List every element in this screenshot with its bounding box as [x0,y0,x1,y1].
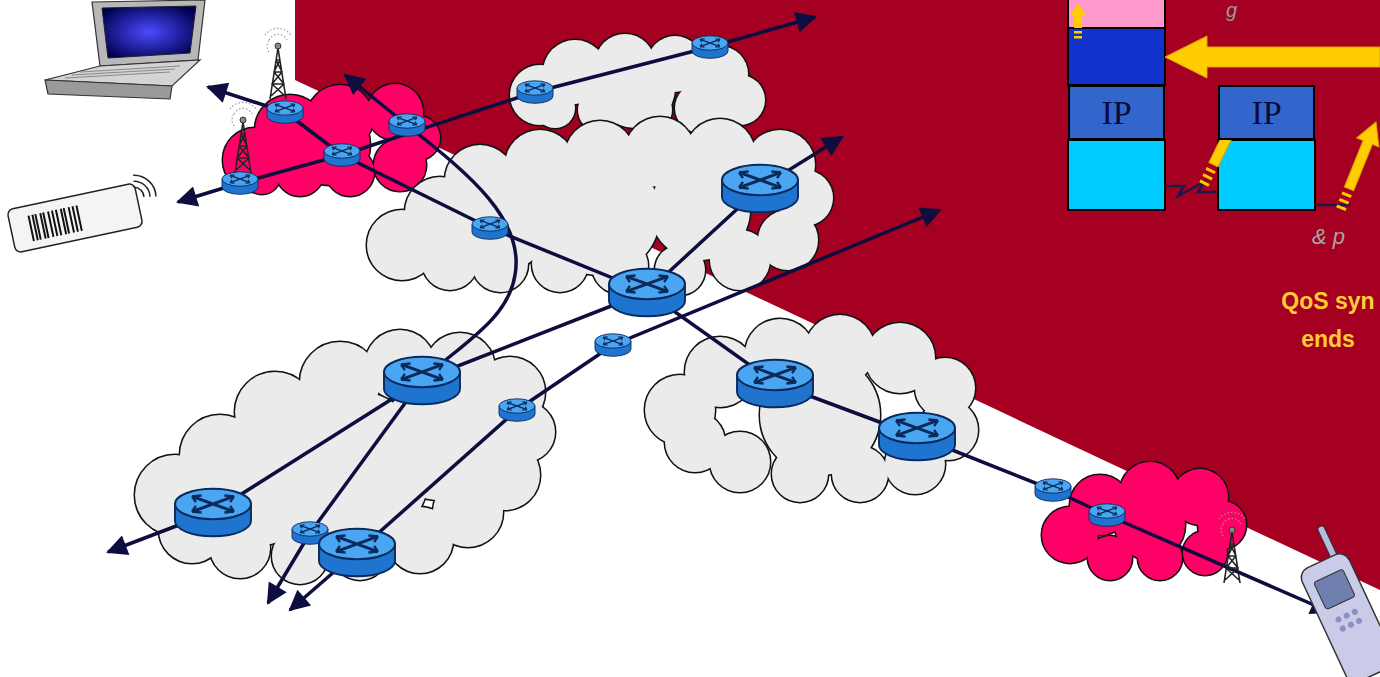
router-symbol [389,114,425,137]
router-symbol [609,269,685,317]
router-symbol [324,144,360,167]
network-cloud [645,315,978,502]
router-symbol [319,529,395,577]
antenna-tower [1219,512,1245,583]
router-symbol [722,165,798,213]
layer-box [1068,0,1165,28]
network-links [108,17,1330,612]
network-cloud-outline [367,117,833,295]
mobile-phone [1284,521,1380,677]
annotation-text: QoS syn ends [1276,282,1380,358]
wire [1315,204,1350,207]
layer-name: IP [1251,96,1281,130]
up-arrow [1330,118,1380,214]
network-path [290,210,940,610]
antenna-tower [230,102,256,173]
rfid-card [5,171,162,253]
network-path [208,87,1330,612]
router-symbol [384,357,460,405]
router-symbol [267,101,303,124]
router-symbol [879,413,955,461]
signal-arrow [1165,36,1380,78]
annotation-text: & p [1312,224,1378,250]
router-symbol [472,217,508,240]
router-symbol [1035,479,1071,502]
router-symbol [517,81,553,104]
wireless-link [1165,182,1218,196]
antenna-tower [265,28,291,99]
routers [175,36,1125,577]
network-cloud [367,117,833,295]
router-symbol [737,360,813,408]
laptop-icon [45,0,205,99]
router-symbol [692,36,728,59]
router-symbol [1089,504,1125,527]
network-path [178,17,815,202]
annotation-text: g [1226,0,1256,20]
network-cloud-outline [645,315,978,502]
protocol-layer-box: IP [1218,85,1315,140]
layer-box [1068,28,1165,85]
protocol-layer-box: IP [1068,85,1165,140]
network-path [108,137,842,552]
layer-box [1218,140,1315,210]
router-symbol [499,399,535,422]
network-path [268,75,516,603]
router-symbol [595,334,631,357]
router-symbol [222,172,258,195]
network-cloud-outline [135,330,555,584]
router-symbol [175,489,251,537]
protocol-stack [1068,0,1380,214]
up-arrow [1070,3,1086,39]
layer-name: IP [1101,96,1131,130]
network-cloud [135,330,555,584]
layer-box [1068,140,1165,210]
